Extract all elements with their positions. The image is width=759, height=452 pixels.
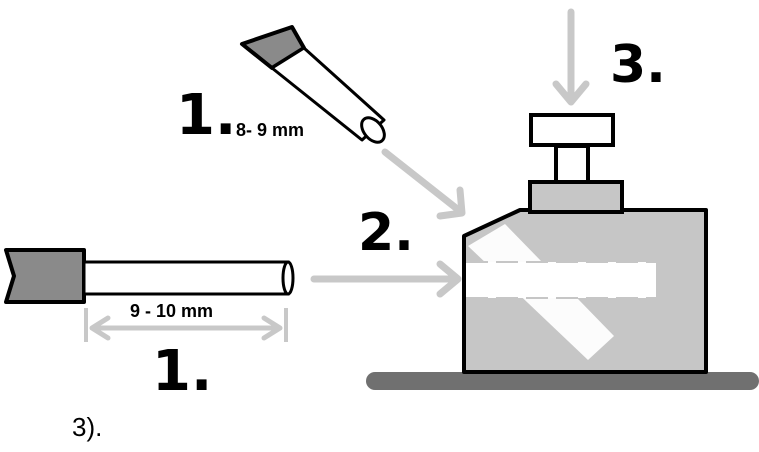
single-wire-length-label: 8- 9 mm [236,120,304,140]
insert-single-arrow [381,148,466,220]
insert-stranded-arrow [310,260,462,298]
connector-top-block [528,180,624,214]
push-button-stem [554,144,590,184]
connector [366,113,759,390]
step-number-strip-stranded: 1. [152,339,212,404]
stranded-wire [4,248,295,304]
step-number-press: 3. [610,35,666,95]
single-wire-conductor [270,46,386,142]
push-button-cap [529,113,615,147]
stranded-wire-length-label: 9 - 10 mm [130,301,213,321]
step-number-insert: 2. [358,203,414,263]
connector-base-plate [366,372,759,390]
stranded-wire-tip [281,260,295,296]
step-number-strip-single: 1. [176,83,236,148]
stranded-wire-conductor [82,260,290,296]
stranded-length-dimension-arrow [84,308,288,342]
press-down-arrow [552,8,590,106]
connector-horizontal-slot [466,262,656,298]
stranded-wire-insulation [4,248,86,304]
single-wire [240,25,386,144]
caption-text: 3). [72,412,103,442]
single-wire-tip [360,116,386,144]
